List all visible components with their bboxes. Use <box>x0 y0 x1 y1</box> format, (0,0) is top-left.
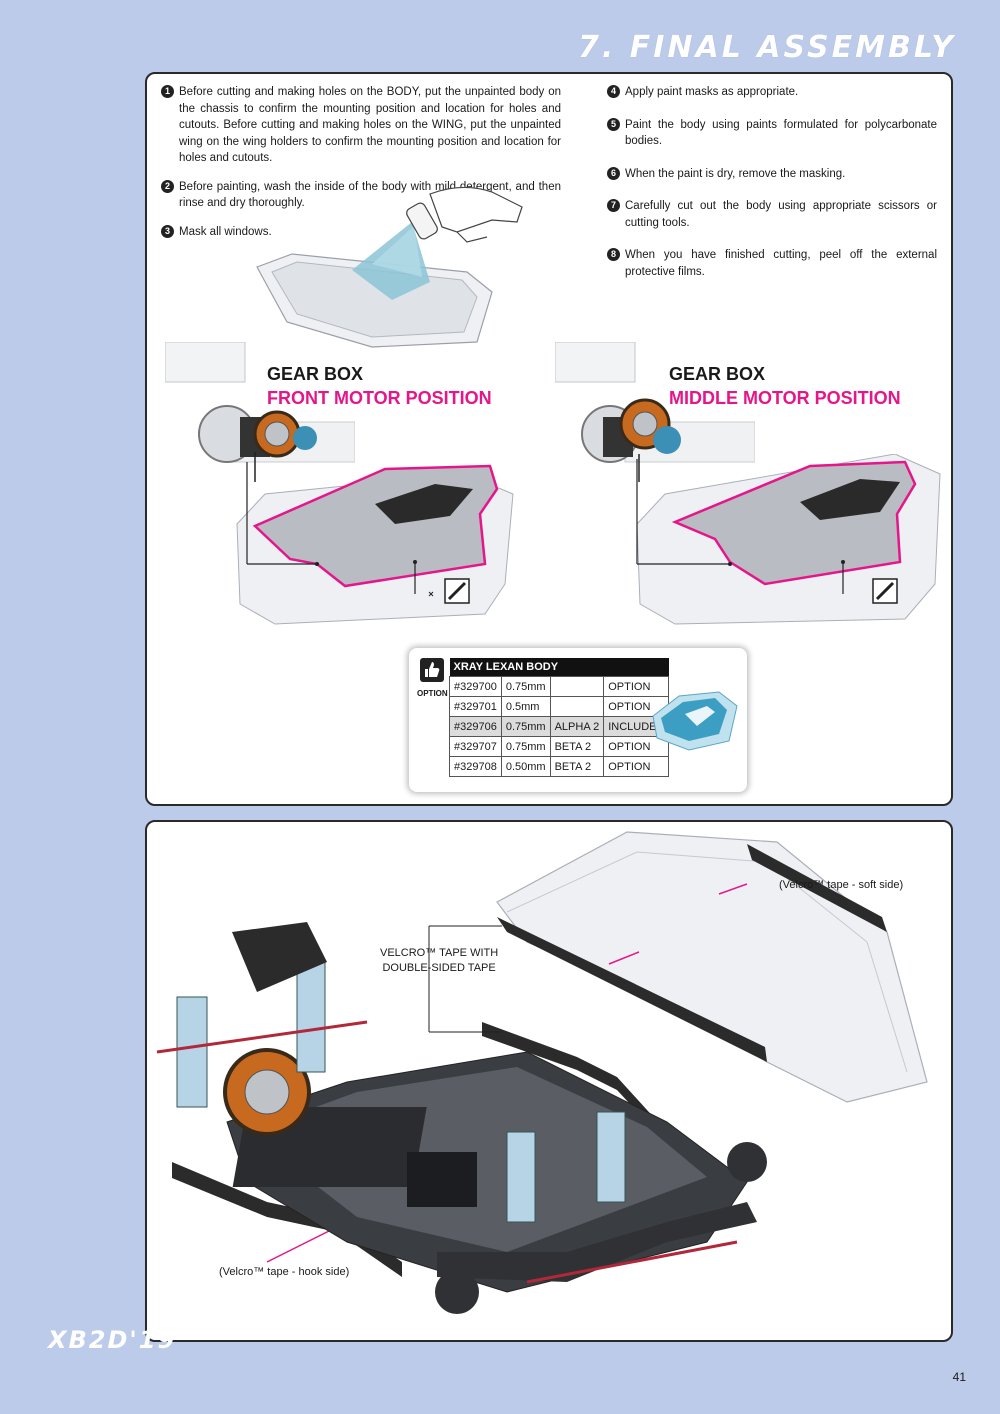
thickness: 0.50mm <box>500 756 551 777</box>
callout-line1: VELCRO™ TAPE WITH <box>380 947 499 959</box>
body-front-motor-illustration <box>236 462 514 625</box>
option-parts-box: OPTION XRAY LEXAN BODY #329700 0.75mm OP… <box>409 648 747 792</box>
section-title: 7. FINAL ASSEMBLY <box>578 30 956 65</box>
body-type <box>549 696 605 717</box>
step-item: 5 Paint the body using paints formulated… <box>607 117 937 150</box>
gearbox-middle-label: GEAR BOX MIDDLE MOTOR POSITION <box>669 362 901 410</box>
step-number: 6 <box>607 166 620 180</box>
product-logo: XB2D'19 <box>48 1326 177 1354</box>
velcro-soft-side-callout: (Velcro™ tape - soft side) <box>779 879 904 891</box>
velcro-mounting-panel: (Velcro™ tape - soft side) VELCRO™ TAPE … <box>145 820 953 1342</box>
body-type: BETA 2 <box>549 756 605 777</box>
gearbox-front-line1: GEAR BOX <box>267 364 364 384</box>
body-type: BETA 2 <box>549 736 605 757</box>
step-number: 1 <box>161 85 174 98</box>
step-number: 3 <box>161 224 174 238</box>
step-text: When you have finished cutting, peel off… <box>625 249 937 278</box>
step-item: 1 Before cutting and making holes on the… <box>161 84 561 167</box>
part-number: #329707 <box>449 736 502 757</box>
spray-paint-illustration <box>256 186 523 348</box>
lexan-body-table: XRAY LEXAN BODY #329700 0.75mm OPTION #3… <box>449 658 670 777</box>
thickness: 0.75mm <box>500 716 551 737</box>
step-text: Paint the body using paints formulated f… <box>625 118 937 148</box>
part-number: #329708 <box>449 756 502 777</box>
thickness: 0.5mm <box>500 696 551 717</box>
step-item: 8 When you have finished cutting, peel o… <box>607 247 937 280</box>
table-row: #329708 0.50mm BETA 2 OPTION <box>449 756 670 777</box>
thickness: 0.75mm <box>500 736 551 757</box>
thumbs-up-icon <box>420 658 444 682</box>
instructions-panel: 1 Before cutting and making holes on the… <box>145 72 953 806</box>
table-title: XRAY LEXAN BODY <box>449 658 669 677</box>
step-item: 7 Carefully cut out the body using appro… <box>607 198 937 231</box>
step-number: 8 <box>607 248 620 261</box>
part-number: #329701 <box>449 696 502 717</box>
velcro-double-sided-callout: VELCRO™ TAPE WITH DOUBLE-SIDED TAPE <box>380 946 498 976</box>
gearbox-front-label: GEAR BOX FRONT MOTOR POSITION <box>267 362 492 410</box>
status: INCLUDED <box>603 716 670 737</box>
step-text: Before cutting and making holes on the B… <box>179 86 561 164</box>
step-number: 5 <box>607 117 620 131</box>
option-badge: OPTION <box>417 658 448 698</box>
part-number: #329706 <box>449 716 502 737</box>
step-number: 7 <box>607 199 620 212</box>
step-text: Carefully cut out the body using appropr… <box>625 200 937 229</box>
velcro-hook-side-callout: (Velcro™ tape - hook side) <box>219 1266 350 1278</box>
callout-line2: DOUBLE-SIDED TAPE <box>382 962 496 974</box>
page-number: 41 <box>952 1370 966 1384</box>
body-type: ALPHA 2 <box>549 716 605 737</box>
steps-right: 4 Apply paint masks as appropriate. 5 Pa… <box>607 84 937 296</box>
chassis-velcro-illustration <box>156 831 928 1314</box>
step-text: When the paint is dry, remove the maskin… <box>625 167 846 180</box>
gearbox-front-illustration <box>165 342 355 482</box>
table-row: #329701 0.5mm OPTION <box>449 696 670 717</box>
table-row: #329700 0.75mm OPTION <box>449 676 670 697</box>
step-item: 3 Mask all windows. <box>161 224 561 241</box>
step-text: Mask all windows. <box>179 225 272 238</box>
option-label: OPTION <box>417 689 448 698</box>
step-text: Apply paint masks as appropriate. <box>625 86 799 98</box>
step-number: 2 <box>161 179 174 193</box>
gearbox-middle-illustration <box>555 342 755 482</box>
gearbox-middle-line2: MIDDLE MOTOR POSITION <box>669 388 901 408</box>
step-item: 4 Apply paint masks as appropriate. <box>607 84 937 101</box>
lexan-body-thumbnail <box>652 691 738 751</box>
table-row: #329706 0.75mm ALPHA 2 INCLUDED <box>449 716 670 737</box>
body-middle-motor-illustration <box>636 454 941 625</box>
part-number: #329700 <box>449 676 502 697</box>
thickness: 0.75mm <box>500 676 551 697</box>
gearbox-middle-line1: GEAR BOX <box>669 364 766 384</box>
gearbox-front-line2: FRONT MOTOR POSITION <box>267 388 492 408</box>
status: OPTION <box>603 756 670 777</box>
table-row: #329707 0.75mm BETA 2 OPTION <box>449 736 670 757</box>
step-number: 4 <box>607 85 620 98</box>
body-type <box>549 676 605 697</box>
step-item: 6 When the paint is dry, remove the mask… <box>607 166 937 183</box>
